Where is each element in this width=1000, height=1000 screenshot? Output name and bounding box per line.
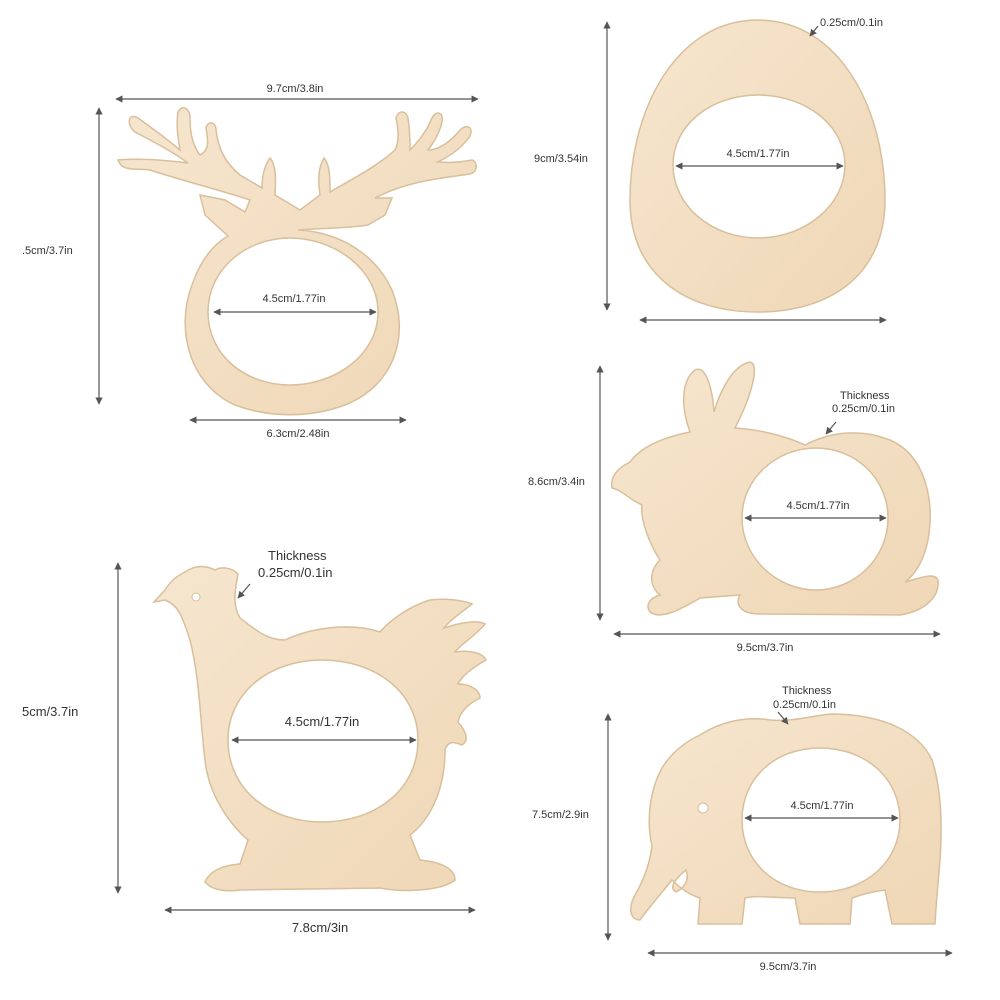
chicken-napkin-ring: Thickness 0.25cm/0.1in 5cm/3.7in 4.5cm/1… xyxy=(22,548,487,935)
elephant-napkin-ring: Thickness 0.25cm/0.1in 7.5cm/2.9in 4.5cm… xyxy=(532,685,953,973)
reindeer-napkin-ring: 9.7cm/3.8in .5cm/3.7in 4.5cm/1.77in 6.3c… xyxy=(22,83,479,440)
egg-shape xyxy=(629,19,886,313)
egg-thickness-pointer xyxy=(809,25,819,37)
chicken-eye xyxy=(191,592,201,602)
chicken-width-label: 7.8cm/3in xyxy=(292,920,348,935)
reindeer-width-label: 9.7cm/3.8in xyxy=(267,83,324,95)
rabbit-shape xyxy=(610,361,939,616)
elephant-thickness-title: Thickness xyxy=(782,685,832,697)
reindeer-shape xyxy=(116,107,477,416)
reindeer-hole-label: 4.5cm/1.77in xyxy=(263,293,326,305)
chicken-thickness-title: Thickness xyxy=(268,548,327,563)
chicken-hole-label: 4.5cm/1.77in xyxy=(285,714,359,729)
rabbit-thickness-pointer xyxy=(825,421,837,435)
elephant-shape xyxy=(630,713,942,925)
elephant-thickness-label: 0.25cm/0.1in xyxy=(773,699,836,711)
elephant-eye xyxy=(697,802,709,814)
reindeer-height-label: .5cm/3.7in xyxy=(22,245,73,257)
egg-thickness-label: 0.25cm/0.1in xyxy=(820,17,883,29)
elephant-hole-label: 4.5cm/1.77in xyxy=(791,800,854,812)
chicken-shape xyxy=(151,565,487,892)
egg-napkin-ring: 0.25cm/0.1in 9cm/3.54in 4.5cm/1.77in xyxy=(534,17,887,324)
elephant-thickness-pointer xyxy=(777,711,789,725)
chicken-thickness-pointer xyxy=(237,583,251,599)
rabbit-thickness-label: 0.25cm/0.1in xyxy=(832,403,895,415)
chicken-thickness-label: 0.25cm/0.1in xyxy=(258,565,332,580)
reindeer-base-label: 6.3cm/2.48in xyxy=(267,428,330,440)
rabbit-width-label: 9.5cm/3.7in xyxy=(737,642,794,654)
egg-height-label: 9cm/3.54in xyxy=(534,153,588,165)
rabbit-height-label: 8.6cm/3.4in xyxy=(528,476,585,488)
rabbit-napkin-ring: Thickness 0.25cm/0.1in 8.6cm/3.4in 4.5cm… xyxy=(528,361,941,654)
chicken-height-label: 5cm/3.7in xyxy=(22,704,78,719)
rabbit-hole-label: 4.5cm/1.77in xyxy=(787,500,850,512)
rabbit-thickness-title: Thickness xyxy=(840,390,890,402)
egg-hole-label: 4.5cm/1.77in xyxy=(727,148,790,160)
elephant-width-label: 9.5cm/3.7in xyxy=(760,961,817,973)
elephant-height-label: 7.5cm/2.9in xyxy=(532,809,589,821)
